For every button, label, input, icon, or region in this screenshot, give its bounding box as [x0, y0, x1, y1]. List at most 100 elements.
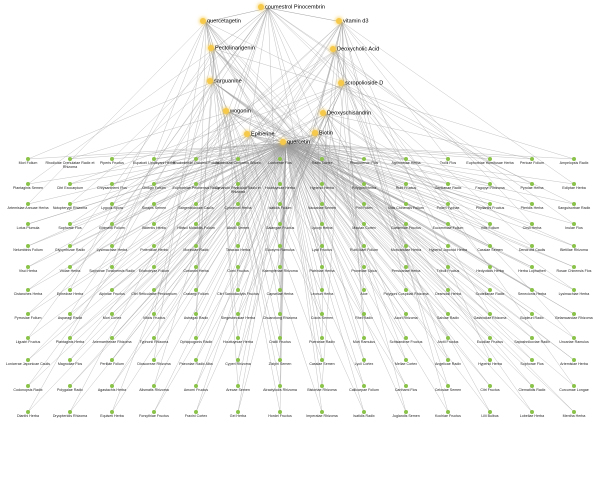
- herb-node[interactable]: Artemisiae Herba: [548, 358, 600, 366]
- herb-node[interactable]: Dioscoreae Rhizoma: [128, 358, 180, 366]
- herb-node[interactable]: Scutellariae Radix: [464, 288, 516, 296]
- herb-node[interactable]: Leonuri Herba: [296, 288, 348, 296]
- herb-node[interactable]: Eucommiae Folium: [422, 222, 474, 230]
- herb-node[interactable]: Euphorbiae Humifusae Herba: [464, 157, 516, 165]
- herb-node[interactable]: Curcumae Longae: [548, 384, 600, 392]
- herb-node[interactable]: Vaccariae Semen: [296, 202, 348, 210]
- herb-node[interactable]: Gastrodiae Rhizoma: [464, 312, 516, 320]
- herb-node[interactable]: Rubi Fructus: [380, 182, 432, 190]
- herb-node[interactable]: Hyperici Herba: [464, 358, 516, 366]
- herb-node[interactable]: Lilii Bulbus: [464, 410, 516, 418]
- herb-node[interactable]: Bambusae Concretio Silicea: [212, 157, 264, 165]
- herb-node[interactable]: Mori Ramulus: [338, 336, 390, 344]
- herb-node[interactable]: Cynanchi Paniculati Radix et Rhizoma: [212, 182, 264, 194]
- herb-node[interactable]: Piperis Fructus: [86, 157, 138, 165]
- herb-node[interactable]: Cynomorii Herba: [212, 202, 264, 210]
- herb-node[interactable]: Ophiopogonis Radix: [170, 336, 222, 344]
- herb-node[interactable]: Pyrrosiae Folium: [2, 312, 54, 320]
- herb-node[interactable]: Ligustri Fructus: [2, 336, 54, 344]
- herb-node[interactable]: Mori Folium: [2, 157, 54, 165]
- herb-node[interactable]: Morindae Radix: [170, 244, 222, 252]
- herb-node[interactable]: Puerariae Radix: [296, 336, 348, 344]
- herb-node[interactable]: Ephedrae Herba: [44, 288, 96, 296]
- herb-node[interactable]: Pyrolae Herba: [506, 182, 558, 190]
- herb-node[interactable]: Nelumbinis Folium: [2, 244, 54, 252]
- herb-node[interactable]: Polygalae Radix: [44, 384, 96, 392]
- herb-node[interactable]: Sargentodoxae Caulis: [170, 202, 222, 210]
- herb-node[interactable]: Lonicerae Flos: [254, 157, 306, 165]
- herb-node[interactable]: Dendrobii Caulis: [506, 244, 558, 252]
- herb-node[interactable]: Citri Fructus: [464, 384, 516, 392]
- herb-node[interactable]: Lysimachiae Herba: [86, 244, 138, 252]
- herb-node[interactable]: Abutili Semen: [212, 222, 264, 230]
- herb-node[interactable]: Imperatae Rhizoma: [296, 410, 348, 418]
- herb-node[interactable]: Eupatorii Lindleyani Herba: [128, 157, 180, 165]
- herb-node[interactable]: Bletillae Rhizoma: [548, 244, 600, 252]
- herb-node[interactable]: Plantaginis Herba: [44, 336, 96, 344]
- herb-node[interactable]: Atractylodis Rhizoma: [254, 384, 306, 392]
- herb-node[interactable]: Euonymi Ramulus: [254, 244, 306, 252]
- herb-node[interactable]: Artemisiae Annuae Herba: [2, 202, 54, 210]
- herb-node[interactable]: Lobeliae Herba: [506, 410, 558, 418]
- herb-node[interactable]: Sophorae Flos: [506, 358, 558, 366]
- herb-node[interactable]: Dianthi Herba: [2, 410, 54, 418]
- herb-node[interactable]: Lygodii Spora: [86, 202, 138, 210]
- herb-node[interactable]: Moutan Cortex: [338, 222, 390, 230]
- herb-node[interactable]: Pericae Folium: [506, 157, 558, 165]
- herb-node[interactable]: Carthami Flos: [380, 384, 432, 392]
- herb-node[interactable]: Plantaginis Semen: [2, 182, 54, 190]
- herb-node[interactable]: Ampelopsis Radix: [548, 157, 600, 165]
- herb-node[interactable]: Chuanxiong Rhizoma: [254, 312, 306, 320]
- compound-node-deoxyschisandrin[interactable]: Deoxyschisandrin: [320, 110, 371, 117]
- herb-node[interactable]: Rubi Idaei Folium: [338, 244, 390, 252]
- herb-node[interactable]: Bidentis Herba: [128, 222, 180, 230]
- herb-node[interactable]: Potentillae Herba: [128, 244, 180, 252]
- herb-node[interactable]: Acori Rhizoma: [380, 312, 432, 320]
- herb-node[interactable]: Coicis Semen: [296, 312, 348, 320]
- herb-node[interactable]: Houttuyniae Herba: [254, 182, 306, 190]
- herb-node[interactable]: Sophorae Flos: [44, 222, 96, 230]
- herb-node[interactable]: Cassiae Semen: [296, 358, 348, 366]
- herb-node[interactable]: Prunellae Spica: [338, 265, 390, 273]
- herb-node[interactable]: Persicariae Herba: [380, 265, 432, 273]
- herb-node[interactable]: Bistortae Rhizoma: [296, 384, 348, 392]
- herb-node[interactable]: Siegesbeckiae Herba: [212, 312, 264, 320]
- herb-node[interactable]: Inulae Flos: [548, 222, 600, 230]
- herb-node[interactable]: Cirsii Herba: [506, 222, 558, 230]
- herb-node[interactable]: Belamcandae Rhizoma: [548, 312, 600, 320]
- herb-node[interactable]: Anemarrhenae Rhizoma: [86, 336, 138, 344]
- herb-node[interactable]: Moricandiae Herba: [380, 244, 432, 252]
- herb-node[interactable]: Agrimoniae Herba: [380, 157, 432, 165]
- herb-node[interactable]: Clematidis Radix: [506, 384, 558, 392]
- herb-node[interactable]: Viticis Fructus: [128, 312, 180, 320]
- herb-node[interactable]: Codonopsis Radix: [2, 384, 54, 392]
- herb-node[interactable]: Paeoniae Radix Alba: [170, 358, 222, 366]
- herb-node[interactable]: Rhododendri Flos: [338, 157, 390, 165]
- herb-node[interactable]: Uncariae Ramulus: [548, 336, 600, 344]
- herb-node[interactable]: Rhei Radix: [338, 312, 390, 320]
- herb-node[interactable]: Sinapis Semen: [128, 202, 180, 210]
- herb-node[interactable]: Senecionis Herba: [506, 288, 558, 296]
- compound-node-quercetagetin[interactable]: quercetagetin: [200, 18, 241, 25]
- herb-node[interactable]: Hedyotidis Herba: [464, 265, 516, 273]
- herb-node[interactable]: Notopterygii Rhizoma: [44, 202, 96, 210]
- herb-node[interactable]: Cnidii Fructus: [254, 336, 306, 344]
- herb-node[interactable]: Mentha Herba: [548, 410, 600, 418]
- herb-node[interactable]: Celosiae Semen: [422, 384, 474, 392]
- herb-node[interactable]: Desmodii Herba: [422, 288, 474, 296]
- herb-node[interactable]: Epimedii Folium: [86, 222, 138, 230]
- herb-node[interactable]: Ziziphi Semen: [254, 358, 306, 366]
- herb-node[interactable]: Bupleuri Radix: [506, 312, 558, 320]
- herb-node[interactable]: Capsellae Herba: [254, 288, 306, 296]
- compound-node-deoxycholic-acid[interactable]: Deoxycholic Acid: [330, 46, 379, 53]
- compound-node-scropolioside[interactable]: scropolioside D: [338, 80, 383, 87]
- herb-node[interactable]: Cyperi Rhizoma: [212, 358, 264, 366]
- herb-node[interactable]: Alpiniae Fructus: [86, 288, 138, 296]
- herb-node[interactable]: Polygoni Herba: [338, 182, 390, 190]
- herb-node[interactable]: Ilicis Chinensis Folium: [380, 202, 432, 210]
- herb-node[interactable]: Angelicae Radix: [422, 358, 474, 366]
- herb-node[interactable]: Pini Pollen: [338, 202, 390, 210]
- herb-node[interactable]: Tribuli Fructus: [422, 265, 474, 273]
- herb-node[interactable]: Glycyrrhizae Radix: [44, 244, 96, 252]
- herb-node[interactable]: Aloe: [338, 288, 390, 296]
